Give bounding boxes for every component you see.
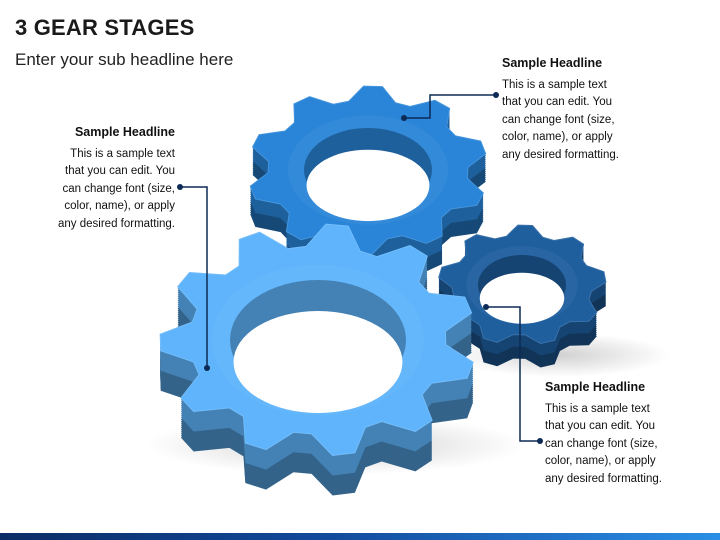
connector-1 (177, 184, 210, 371)
callout-text-line: can change font (size, (545, 437, 658, 450)
callout-text-line: This is a sample text (70, 147, 175, 160)
gear-icon-medium (249, 85, 487, 282)
callout-text-line: color, name), or apply (502, 131, 613, 143)
callout-text-line: any desired formatting. (502, 148, 619, 161)
slide-subtitle: Enter your sub headline here (15, 50, 234, 69)
gear-icon-small (438, 224, 607, 368)
callout-text-line: any desired formatting. (545, 472, 662, 485)
callout-text-line: can change font (size, (502, 113, 615, 126)
connector-3 (483, 304, 543, 444)
callout-text-line: can change font (size, (62, 182, 175, 195)
callout-top-right: Sample Headline This is a sample text th… (502, 55, 682, 164)
callout-text-line: color, name), or apply (64, 200, 175, 212)
gear-icon-large (159, 223, 474, 496)
callout-text-line: This is a sample text (502, 78, 607, 91)
slide-title: 3 GEAR STAGES (15, 15, 195, 40)
callout-bottom-right: Sample Headline This is a sample text th… (545, 379, 720, 488)
callout-text-line: that you can edit. You (502, 96, 612, 108)
callout-text-line: that you can edit. You (545, 420, 655, 432)
callout-text-line: color, name), or apply (545, 455, 656, 467)
callout-left: Sample Headline This is a sample text th… (0, 124, 175, 233)
callout-text-line: any desired formatting. (58, 217, 175, 230)
callout-text-line: that you can edit. You (65, 165, 175, 177)
callout-headline: Sample Headline (74, 125, 175, 139)
callout-headline: Sample Headline (502, 56, 603, 70)
connector-2 (401, 92, 499, 121)
callout-headline: Sample Headline (545, 380, 646, 394)
bottom-accent-bar (0, 533, 720, 540)
callout-text-line: This is a sample text (545, 402, 650, 415)
